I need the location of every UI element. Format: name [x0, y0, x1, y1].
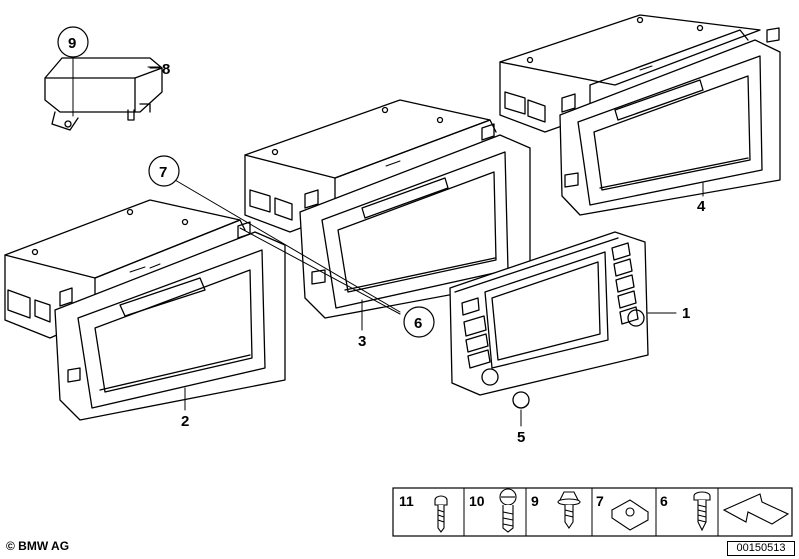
head-unit-2 [4, 199, 286, 421]
display-panel-1 [449, 231, 649, 396]
fastener-legend: 11 10 9 7 6 [392, 487, 793, 537]
legend-num-3: 9 [531, 493, 539, 509]
arrow-icon [722, 493, 790, 525]
knob-5 [512, 391, 530, 409]
callout-4: 4 [697, 198, 706, 215]
clip-nut-icon [611, 499, 649, 531]
self-tapping-screw-icon [693, 491, 711, 532]
callout-6-circle [403, 306, 435, 338]
collar-screw-icon [557, 491, 581, 529]
legend-num-2: 10 [469, 493, 485, 509]
callout-6: 6 [414, 315, 422, 332]
document-number: 00150513 [727, 541, 795, 556]
callout-2: 2 [181, 413, 189, 430]
legend-num-1: 11 [399, 493, 414, 509]
head-unit-4 [499, 14, 781, 216]
legend-num-4: 7 [596, 493, 604, 509]
callout-9: 9 [68, 35, 76, 52]
hex-bolt-icon [499, 488, 517, 533]
callout-5: 5 [517, 429, 525, 446]
head-unit-3 [244, 99, 531, 319]
legend-num-5: 6 [660, 493, 668, 509]
callout-7-circle [148, 155, 180, 187]
module-unit-8 [44, 52, 163, 131]
callout-7: 7 [159, 164, 167, 181]
callout-8: 8 [162, 61, 170, 78]
callout-9-circle [57, 26, 89, 58]
screw-icon [434, 495, 448, 533]
leader-lines [72, 51, 704, 427]
callout-3: 3 [358, 333, 366, 350]
callout-1: 1 [682, 305, 690, 322]
copyright: © BMW AG [6, 539, 70, 553]
